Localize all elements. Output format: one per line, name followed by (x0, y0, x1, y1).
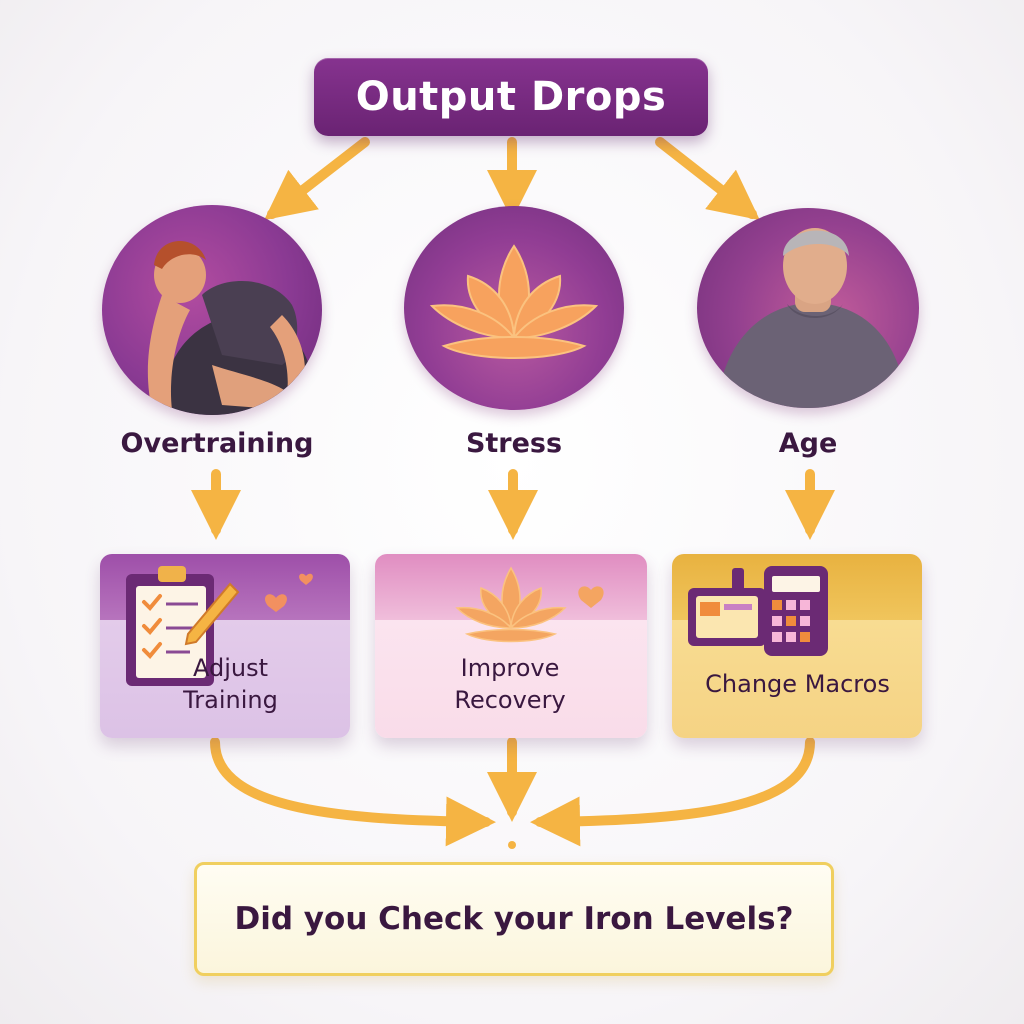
action-card-change-macros (672, 554, 922, 738)
calculator-icon (688, 566, 828, 656)
lotus-icon (455, 566, 604, 643)
cause-label-overtraining: Overtraining (120, 428, 314, 459)
arrow-title-to-overtraining (264, 137, 370, 221)
convergence-dot (508, 841, 516, 849)
overtraining-illustration (102, 205, 322, 415)
lotus-icon (429, 244, 599, 359)
action-label-improve-line2: Recovery (454, 686, 566, 714)
action-label-adjust-line1: Adjust (192, 654, 269, 682)
clipboard-checklist-icon (126, 566, 313, 686)
action-label-adjust-training: Adjust Training (118, 652, 343, 716)
cause-label-stress: Stress (465, 428, 563, 459)
title-output-drops: Output Drops (314, 58, 708, 136)
action-card-improve-recovery (375, 554, 647, 738)
arrow-adjust-to-question (210, 737, 496, 847)
action-label-improve-recovery: Improve Recovery (400, 652, 620, 716)
arrow-macros-to-question (530, 737, 815, 847)
tired-athlete-icon (147, 241, 322, 415)
action-label-adjust-line2: Training (183, 686, 278, 714)
arrow-title-to-age (655, 137, 760, 221)
question-iron-levels: Did you Check your Iron Levels? (194, 862, 834, 976)
action-label-improve-line1: Improve (460, 654, 560, 682)
action-card-adjust-training (100, 554, 350, 738)
cause-label-age: Age (778, 428, 838, 459)
age-illustration (697, 208, 919, 408)
older-man-icon (717, 228, 907, 408)
stress-illustration (404, 206, 624, 410)
action-label-change-macros: Change Macros (705, 670, 890, 698)
